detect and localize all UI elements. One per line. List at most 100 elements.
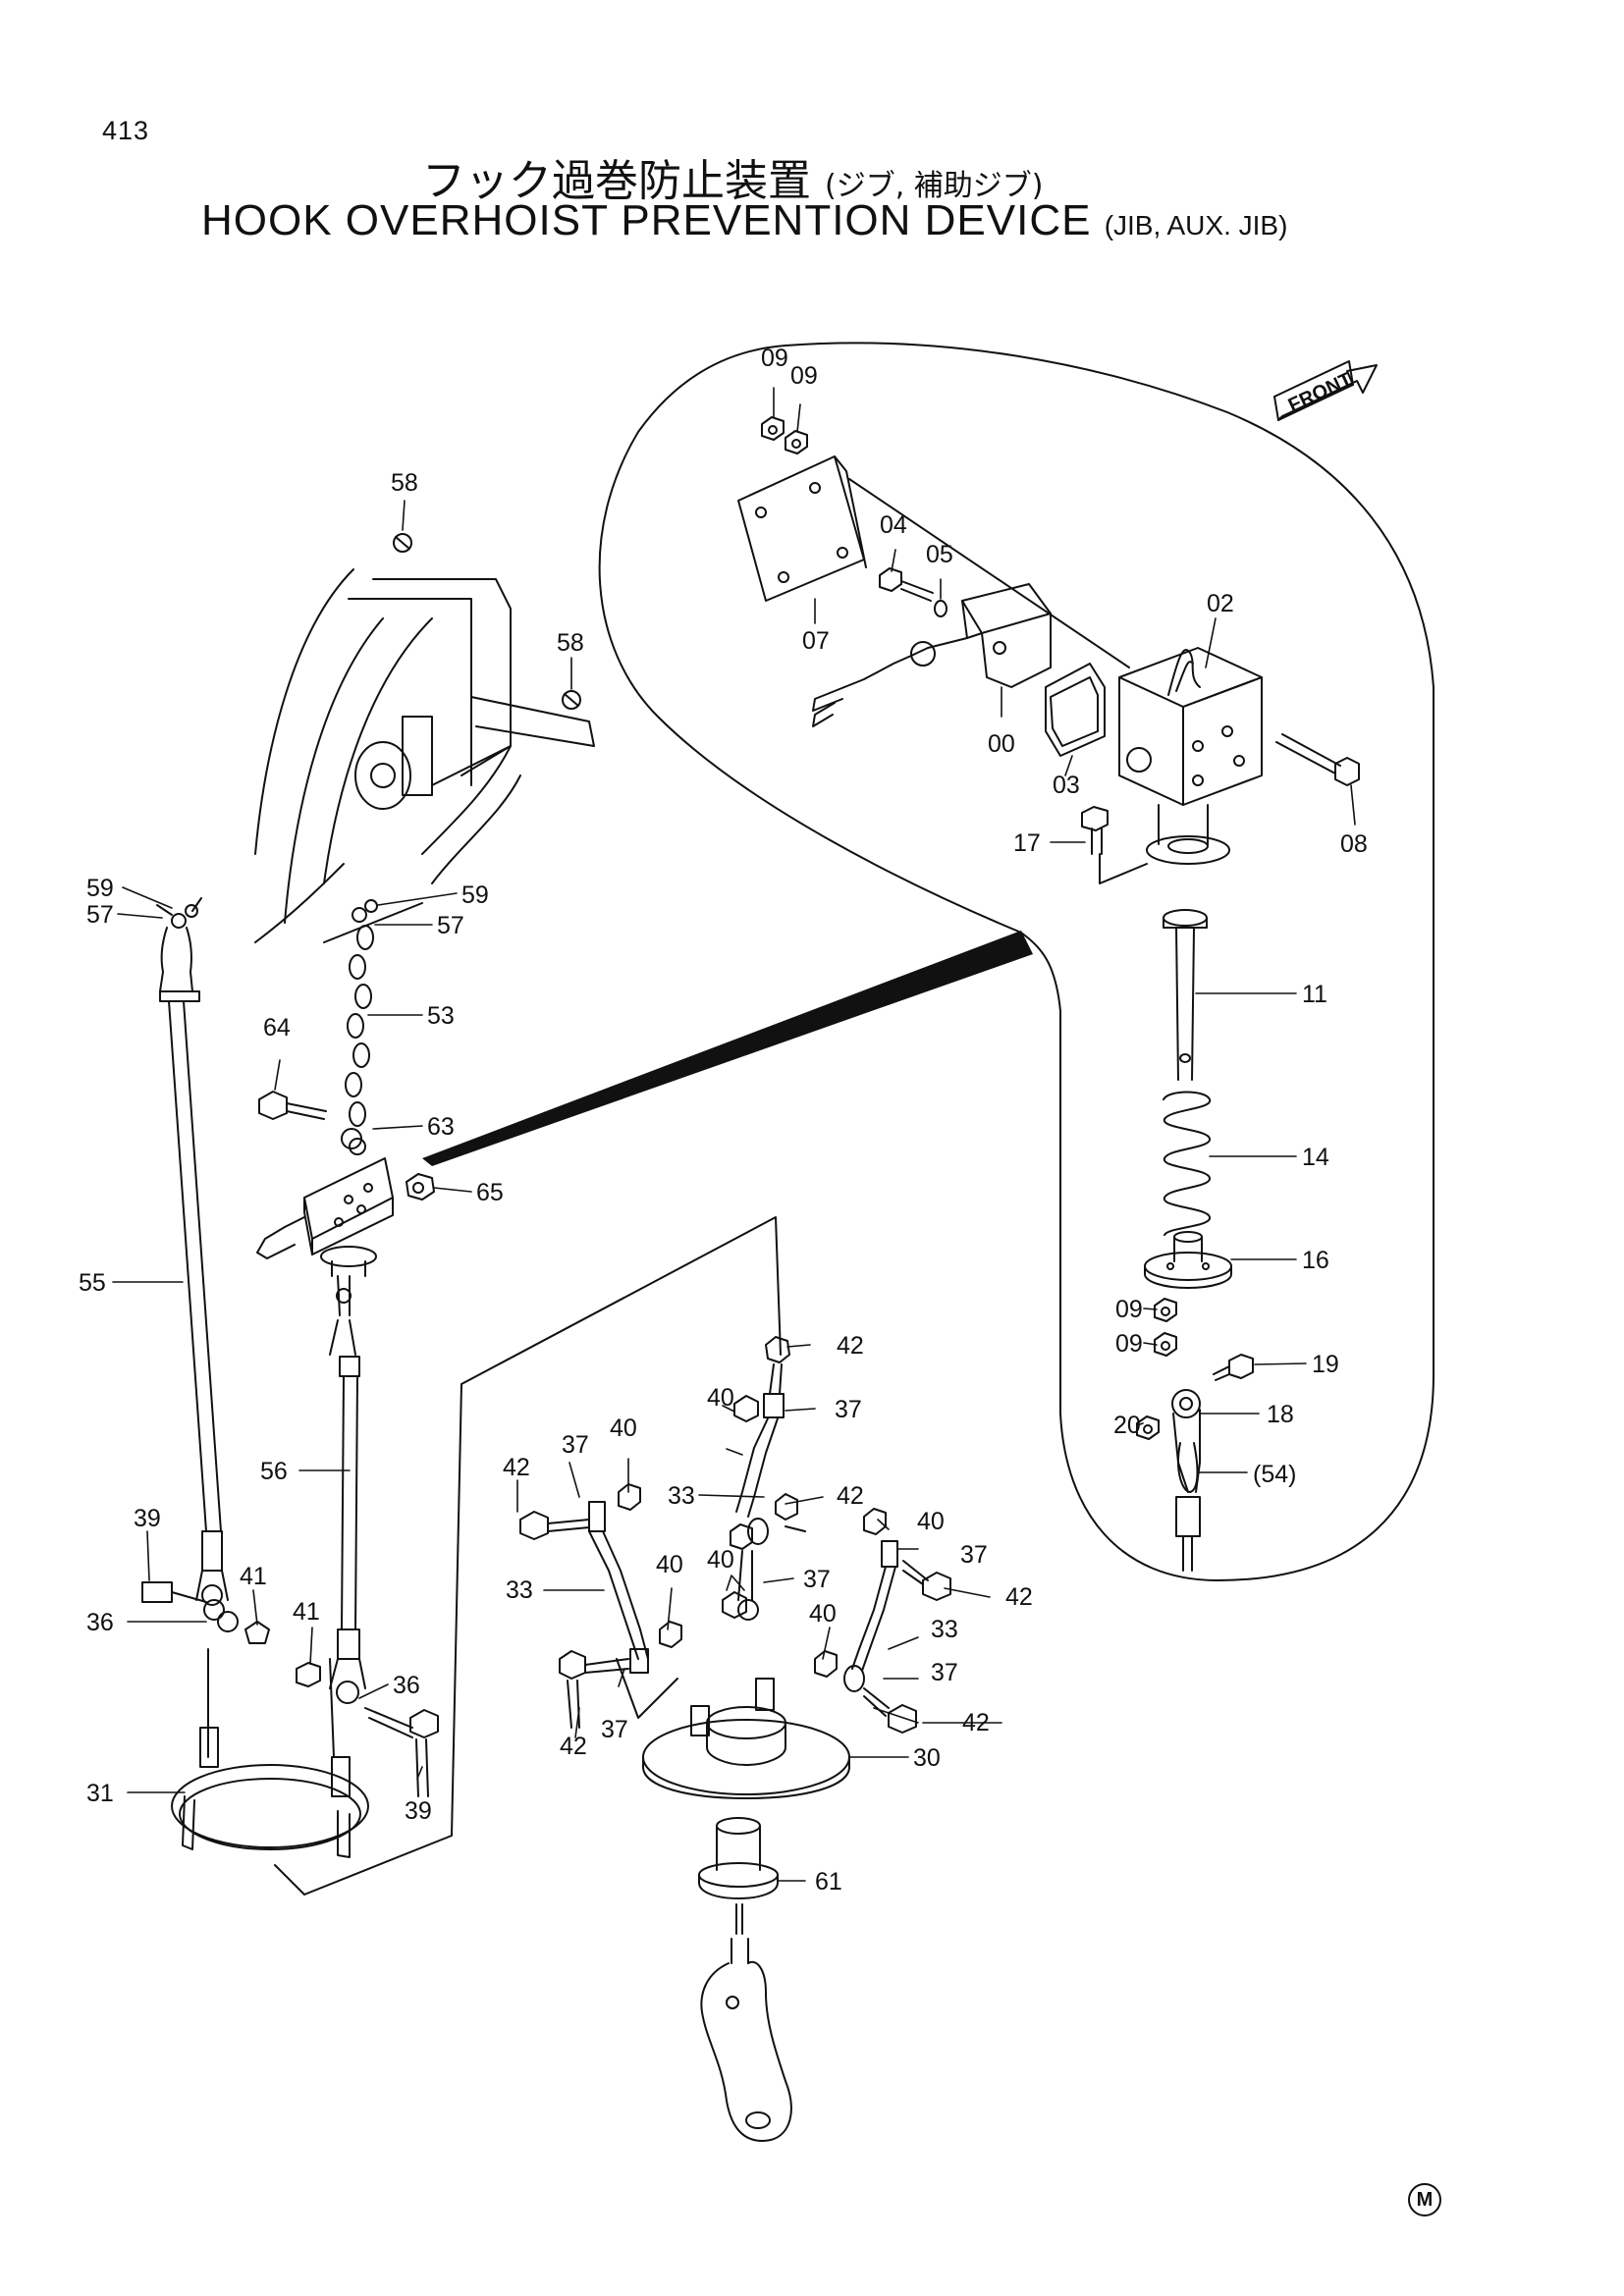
part-label: 14 xyxy=(1302,1144,1329,1171)
part-label: 30 xyxy=(913,1744,941,1772)
hook-block xyxy=(700,1903,792,2142)
part-label: 31 xyxy=(86,1780,114,1807)
bracket-02 xyxy=(1099,647,1263,884)
part-label: 18 xyxy=(1267,1401,1294,1428)
bolt-64 xyxy=(258,1091,327,1120)
bolt-08 xyxy=(1275,733,1360,786)
part-label: 59 xyxy=(86,875,114,902)
part-label: 40 xyxy=(656,1551,683,1578)
spring-14 xyxy=(1163,1091,1212,1236)
part-label: 55 xyxy=(79,1269,106,1297)
part-label: 53 xyxy=(427,1002,455,1030)
part-label: 65 xyxy=(476,1179,504,1206)
part-label: 02 xyxy=(1207,590,1234,617)
part-label: 36 xyxy=(393,1672,420,1699)
part-label: 09 xyxy=(1115,1296,1143,1323)
nut-65 xyxy=(406,1173,435,1201)
part-label: 40 xyxy=(917,1508,945,1535)
nut-20 xyxy=(1136,1415,1160,1440)
part-label: 40 xyxy=(610,1415,637,1442)
part-label: 41 xyxy=(293,1598,320,1626)
part-label: 42 xyxy=(503,1454,530,1481)
detail-leader-wedge xyxy=(422,931,1033,1166)
linkage-left xyxy=(519,1483,682,1729)
part-label: (54) xyxy=(1253,1461,1296,1488)
bolt-04 xyxy=(879,567,934,602)
part-label: 59 xyxy=(461,881,489,909)
part-label: 36 xyxy=(86,1609,114,1636)
bushing-61 xyxy=(698,1817,779,1899)
part-label: 37 xyxy=(835,1396,862,1423)
leader-lines xyxy=(112,387,1356,1882)
part-label: 07 xyxy=(802,627,830,655)
part-label: 42 xyxy=(962,1709,990,1736)
title-japanese-main: フック過巻防止装置 xyxy=(422,156,811,206)
title-english-sub: (JIB, AUX. JIB) xyxy=(1104,210,1288,240)
part-label: 64 xyxy=(263,1014,291,1041)
title-japanese-sub: (ジブ, 補助ジブ) xyxy=(825,169,1044,203)
part-label: 41 xyxy=(240,1563,267,1590)
part-label: 33 xyxy=(668,1482,695,1510)
part-label: 37 xyxy=(601,1716,628,1743)
corner-mark: M xyxy=(1408,2183,1441,2216)
linkage-center xyxy=(722,1336,806,1621)
part-label: 39 xyxy=(134,1505,161,1532)
part-label: 09 xyxy=(1115,1330,1143,1358)
part-label: 03 xyxy=(1053,772,1080,799)
part-label: 16 xyxy=(1302,1247,1329,1274)
part-label: 42 xyxy=(1005,1583,1033,1611)
part-label: 63 xyxy=(427,1113,455,1141)
clevis-and-bolt-left xyxy=(141,1581,270,1644)
part-label: 08 xyxy=(1340,830,1368,858)
part-label: 04 xyxy=(880,511,907,539)
rod-56 xyxy=(296,1275,439,1797)
chain-53 xyxy=(341,899,378,1155)
seat-16 xyxy=(1144,1231,1232,1289)
part-label: 39 xyxy=(405,1797,432,1825)
part-label: 33 xyxy=(506,1576,533,1604)
part-label: 40 xyxy=(707,1546,734,1574)
part-label: 58 xyxy=(391,469,418,497)
bolt-17 xyxy=(1081,806,1109,855)
part-label: 61 xyxy=(815,1868,842,1896)
detail-enclosure-outline xyxy=(598,342,1435,1581)
bolt-19 xyxy=(1213,1354,1254,1381)
jib-head-sheave xyxy=(254,533,595,943)
part-label: 37 xyxy=(960,1541,988,1569)
part-label: 42 xyxy=(837,1332,864,1360)
linkage-right xyxy=(814,1508,951,1734)
nuts-09-lower xyxy=(1154,1298,1177,1357)
group-bracket-center xyxy=(274,1864,305,1896)
part-label: 42 xyxy=(560,1733,587,1760)
switch-00 xyxy=(812,583,1052,727)
part-label: 37 xyxy=(803,1566,831,1593)
part-label: 09 xyxy=(761,345,788,372)
part-label: 33 xyxy=(931,1616,958,1643)
part-label: 56 xyxy=(260,1458,288,1485)
plate-07 xyxy=(737,455,1130,668)
wire-end-18 xyxy=(1171,1389,1201,1572)
part-label: 05 xyxy=(926,541,953,568)
title-english-main: HOOK OVERHOIST PREVENTION DEVICE xyxy=(201,196,1092,244)
part-label: 57 xyxy=(86,901,114,929)
ring-31 xyxy=(171,1648,369,1858)
part-label: 20 xyxy=(1113,1412,1141,1439)
rod-55 xyxy=(156,897,229,1606)
cover-03 xyxy=(1045,663,1106,757)
part-label: 40 xyxy=(809,1600,837,1628)
washer-05 xyxy=(934,600,947,617)
pin-11 xyxy=(1163,909,1208,1081)
part-label: 40 xyxy=(707,1384,734,1412)
part-label: 57 xyxy=(437,912,464,939)
title-english: HOOK OVERHOIST PREVENTION DEVICE (JIB, A… xyxy=(201,196,1287,245)
part-labels: 09 09 04 05 07 02 00 03 08 17 11 14 16 0… xyxy=(79,345,1368,1896)
part-label: 11 xyxy=(1302,981,1327,1008)
limit-switch xyxy=(256,1157,394,1277)
part-label: 37 xyxy=(562,1431,589,1459)
nuts-09-top xyxy=(761,416,808,454)
title-japanese: フック過巻防止装置 (ジブ, 補助ジブ) xyxy=(422,145,1043,208)
part-label: 37 xyxy=(931,1659,958,1686)
plate-30 xyxy=(616,1658,850,1799)
part-label: 19 xyxy=(1312,1351,1339,1378)
